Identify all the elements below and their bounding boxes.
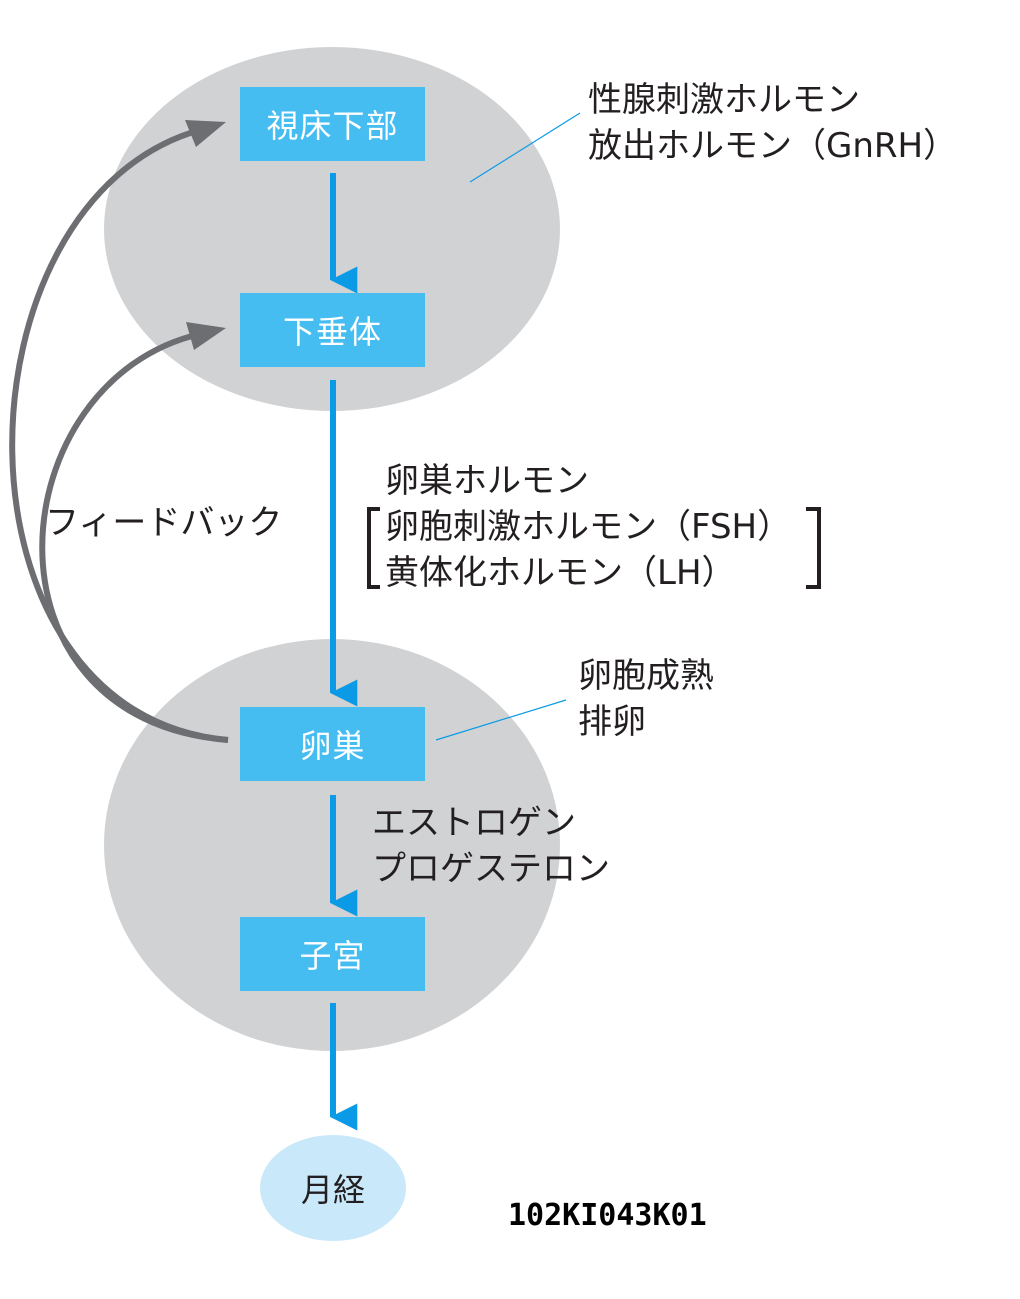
estrogen-label: エストロゲン xyxy=(372,803,576,843)
figure-code: 102KI043K01 xyxy=(508,1198,707,1233)
feedback-arrow-inner xyxy=(39,331,229,743)
node-hypothalamus: 視床下部 xyxy=(240,87,425,161)
ovary-function-line2: 排卵 xyxy=(578,702,646,742)
leader-line-gnrh xyxy=(469,112,581,183)
feedback-arrow-outer xyxy=(9,127,229,743)
progesterone-label: プロゲステロン xyxy=(372,849,610,889)
node-ovary: 卵巣 xyxy=(240,707,425,781)
lh-label: 黄体化ホルモン（LH） xyxy=(385,553,736,593)
node-pituitary: 下垂体 xyxy=(240,293,425,367)
node-menstruation: 月経 xyxy=(260,1135,406,1241)
gnrh-label-line2: 放出ホルモン（GnRH） xyxy=(588,126,958,166)
fsh-label: 卵胞刺激ホルモン（FSH） xyxy=(385,507,792,547)
ovarian-hormones-title: 卵巣ホルモン xyxy=(385,461,589,501)
node-uterus: 子宮 xyxy=(240,917,425,991)
feedback-label: フィードバック xyxy=(45,503,283,543)
gnrh-label-line1: 性腺刺激ホルモン xyxy=(588,80,860,120)
feedback-arrowhead-inner xyxy=(186,322,226,350)
bracket-right xyxy=(806,507,821,589)
feedback-arrowhead-outer xyxy=(185,120,226,147)
leader-line-ovary xyxy=(435,699,567,741)
bracket-left xyxy=(367,507,380,589)
ovary-function-line1: 卵胞成熟 xyxy=(578,656,714,696)
